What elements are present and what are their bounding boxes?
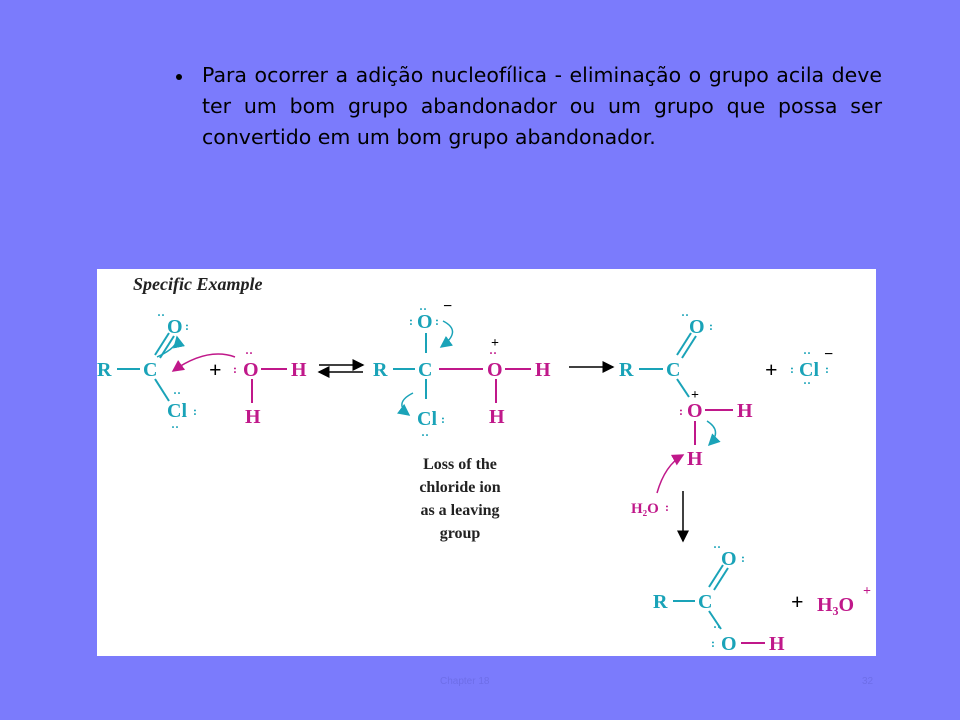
atom-o: O	[243, 359, 259, 381]
reaction-diagram: Specific Example R C O ·· : Cl : ·· ·· +…	[97, 274, 871, 655]
svg-text::: :	[665, 500, 669, 514]
svg-text:··: ··	[803, 346, 811, 360]
diagram-heading: Specific Example	[133, 274, 262, 294]
atom-h: H	[245, 406, 261, 428]
atom-r: R	[619, 359, 634, 381]
atom-cl: Cl	[799, 359, 819, 381]
svg-text::: :	[441, 412, 445, 426]
atom-h: H	[291, 359, 307, 381]
atom-o: O	[721, 633, 737, 655]
atom-cl: Cl	[167, 400, 187, 422]
svg-text:··: ··	[803, 376, 811, 390]
equilibrium-arrows	[317, 359, 365, 378]
water-nucleophile: : O ·· H H	[171, 346, 307, 428]
atom-o: O	[167, 316, 183, 338]
atom-c: C	[418, 359, 432, 381]
chloride-ion: : Cl ·· ·· : −	[790, 346, 833, 390]
svg-text:··: ··	[157, 308, 165, 322]
svg-text:··: ··	[489, 346, 497, 360]
svg-text:··: ··	[245, 346, 253, 360]
charge-plus: +	[863, 584, 871, 599]
atom-o: O	[417, 311, 433, 333]
svg-text:··: ··	[713, 620, 721, 634]
atom-r: R	[373, 359, 388, 381]
atom-h: H	[535, 359, 551, 381]
atom-c: C	[143, 359, 157, 381]
water-base: H₂O :	[631, 454, 685, 517]
svg-text::: :	[185, 319, 189, 333]
atom-h: H	[687, 448, 703, 470]
svg-text:as a leaving: as a leaving	[420, 502, 499, 519]
footer-page-number: 32	[862, 676, 874, 687]
footer-chapter: Chapter 18	[440, 676, 490, 687]
svg-text:··: ··	[421, 428, 429, 442]
atom-o: O	[689, 316, 705, 338]
plus-sign-3: +	[791, 589, 804, 614]
charge-minus: −	[443, 298, 452, 315]
bullet-dot	[176, 74, 182, 80]
acyl-chloride: R C O ·· : Cl : ·· ··	[97, 308, 197, 434]
svg-text::: :	[741, 551, 745, 565]
svg-text::: :	[711, 636, 715, 650]
svg-text:··: ··	[171, 420, 179, 434]
atom-r: R	[653, 591, 668, 613]
atom-c: C	[698, 591, 712, 613]
svg-text::: :	[825, 362, 829, 376]
reaction-diagram-panel: Specific Example R C O ·· : Cl : ·· ·· +…	[97, 269, 876, 656]
svg-text:chloride ion: chloride ion	[419, 479, 500, 496]
charge-plus: +	[691, 388, 699, 403]
svg-text:··: ··	[713, 540, 721, 554]
svg-text::: :	[409, 314, 413, 328]
bullet-point: Para ocorrer a adição nucleofílica - eli…	[176, 60, 882, 153]
atom-h: H	[737, 400, 753, 422]
plus-sign-1: +	[209, 357, 222, 382]
svg-text:group: group	[440, 525, 481, 542]
svg-text::: :	[679, 404, 683, 418]
charge-plus: +	[491, 336, 499, 351]
atom-o: O	[487, 359, 503, 381]
carboxylic-acid: R C O ·· : O : ·· H	[653, 540, 785, 655]
svg-text:··: ··	[173, 386, 181, 400]
atom-o: O	[721, 548, 737, 570]
svg-text::: :	[193, 404, 197, 418]
h3o-label: H₃O	[817, 594, 854, 616]
svg-text::: :	[435, 314, 439, 328]
bullet-text: Para ocorrer a adição nucleofílica - eli…	[202, 63, 882, 149]
svg-text:Loss of the: Loss of the	[423, 456, 497, 473]
atom-h: H	[769, 633, 785, 655]
hydronium-ion: H₃O +	[817, 584, 871, 616]
caption: Loss of the chloride ion as a leaving gr…	[419, 456, 500, 542]
atom-h: H	[489, 406, 505, 428]
plus-sign-2: +	[765, 357, 778, 382]
atom-o: O	[687, 400, 703, 422]
svg-text:··: ··	[681, 308, 689, 322]
svg-text::: :	[233, 362, 237, 376]
h2o-label: H₂O	[631, 501, 659, 517]
tetrahedral-intermediate: R C O : : ·· − Cl : ·· O + ·· H H	[373, 298, 551, 442]
svg-text::: :	[709, 319, 713, 333]
charge-minus: −	[824, 346, 833, 363]
atom-cl: Cl	[417, 408, 437, 430]
atom-c: C	[666, 359, 680, 381]
svg-text::: :	[790, 362, 794, 376]
atom-r: R	[97, 359, 112, 381]
svg-text:··: ··	[419, 302, 427, 316]
protonated-carboxylic-acid: R C O ·· : O : + H H	[619, 308, 753, 470]
